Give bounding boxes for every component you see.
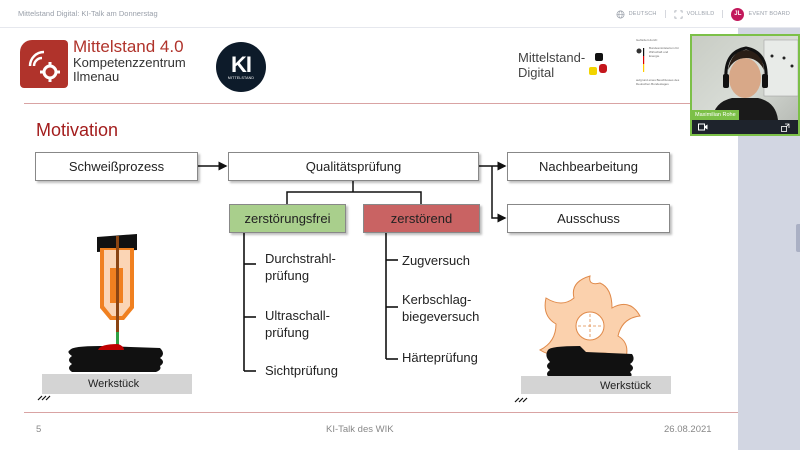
box-nachbearbeitung: Nachbearbeitung [507,152,670,181]
language-label: DEUTSCH [628,11,657,17]
eagle-flag-icon [636,48,645,72]
bmwi-logo: Gefördert durch: Bundesministerium für W… [636,38,688,98]
top-bar-actions: DEUTSCH VOLLBILD JL EVENT BOARD [616,6,790,22]
werkstueck-label-left: Werkstück [88,378,140,390]
logo-line2: Ilmenau [73,69,120,84]
item-kerbschlagbiegeversuch: Kerbschlag- biegeversuch [402,291,479,325]
mittelstand-digital-logo-text: Mittelstand- Digital [518,50,585,80]
item-line: Durchstrahl- [265,251,336,266]
header-divider [24,103,738,104]
fullscreen-icon [674,10,683,18]
divider [722,10,724,18]
event-board-button[interactable]: JL EVENT BOARD [731,7,790,21]
item-haertepruefung: Härteprüfung [402,349,478,366]
mittelstand40-logo-icon [20,40,68,88]
webcam-video: Maximilian Rohe [692,36,798,120]
box-zerstoerend: zerstörend [363,204,480,233]
ki-mittelstand-logo: KI MITTELSTAND [216,42,266,92]
slide-footer-date: 26.08.2021 [664,424,712,435]
item-line: Sichtprüfung [265,363,338,378]
logo-title: Mittelstand 4.0 [73,37,184,56]
item-durchstrahlpruefung: Durchstrahl- prüfung [265,250,336,284]
werkstueck-label-right: Werkstück [600,380,652,392]
footer-divider [24,412,738,413]
item-line: prüfung [265,325,310,340]
item-line: biegeversuch [402,309,480,324]
fullscreen-button[interactable]: VOLLBILD [674,10,715,19]
slide-footer-title: KI-Talk des WIK [326,424,394,435]
webcam-name-label: Maximilian Rohe [692,110,739,120]
fullscreen-label: VOLLBILD [686,11,715,17]
box-zerstoerungsfrei: zerstörungsfrei [229,204,346,233]
language-button[interactable]: DEUTSCH [616,10,657,19]
md-line2: Digital [518,65,555,80]
bmwi-top: Gefördert durch: [636,38,658,42]
slide-page-number: 5 [36,424,42,435]
camera-icon[interactable] [698,123,708,131]
slide-title: Motivation [36,120,119,140]
presentation-slide: Mittelstand 4.0 Kompetenzzentrum Ilmenau… [0,28,738,450]
box-schweissprozess: Schweißprozess [35,152,198,181]
globe-icon [616,10,625,18]
event-board-label: EVENT BOARD [748,11,790,17]
top-bar: Mittelstand Digital: KI-Talk am Donnerst… [0,0,800,28]
event-title: Mittelstand Digital: KI-Talk am Donnerst… [18,9,158,18]
divider [664,10,666,18]
event-board-badge: JL [731,7,745,21]
item-line: Härteprüfung [402,350,478,365]
speaker-video-icon [712,39,798,120]
arrow-to-ausschuss [491,166,507,223]
ki-logo-subtext: MITTELSTAND [227,76,255,80]
bmwi-bottom: aufgrund eines Beschlusses des Deutschen… [636,78,680,86]
item-line: Kerbschlag- [402,292,472,307]
item-zugversuch: Zugversuch [402,252,470,269]
box-qualitaetspruefung: Qualitätsprüfung [228,152,479,181]
bmwi-ministry: Bundesministerium für Wirtschaft und Ene… [649,46,679,58]
logo-line1: Kompetenzzentrum [73,55,186,70]
item-ultraschallpruefung: Ultraschall- prüfung [265,307,330,341]
item-sichtpruefung: Sichtprüfung [265,362,338,379]
ki-logo-text: KI [231,52,252,77]
expand-icon[interactable] [781,123,790,132]
mittelstand-digital-dots-icon [589,53,607,75]
md-line1: Mittelstand- [518,50,586,65]
box-ausschuss: Ausschuss [507,204,670,233]
side-panel-toggle[interactable] [796,224,800,252]
item-line: Zugversuch [402,253,470,268]
item-line: Ultraschall- [265,308,331,323]
item-line: prüfung [265,268,310,283]
webcam-controls [692,120,798,134]
branch-split [286,191,422,204]
webcam-window[interactable]: Maximilian Rohe [690,34,800,136]
mittelstand40-logo-text: Mittelstand 4.0 Kompetenzzentrum Ilmenau [73,38,186,84]
